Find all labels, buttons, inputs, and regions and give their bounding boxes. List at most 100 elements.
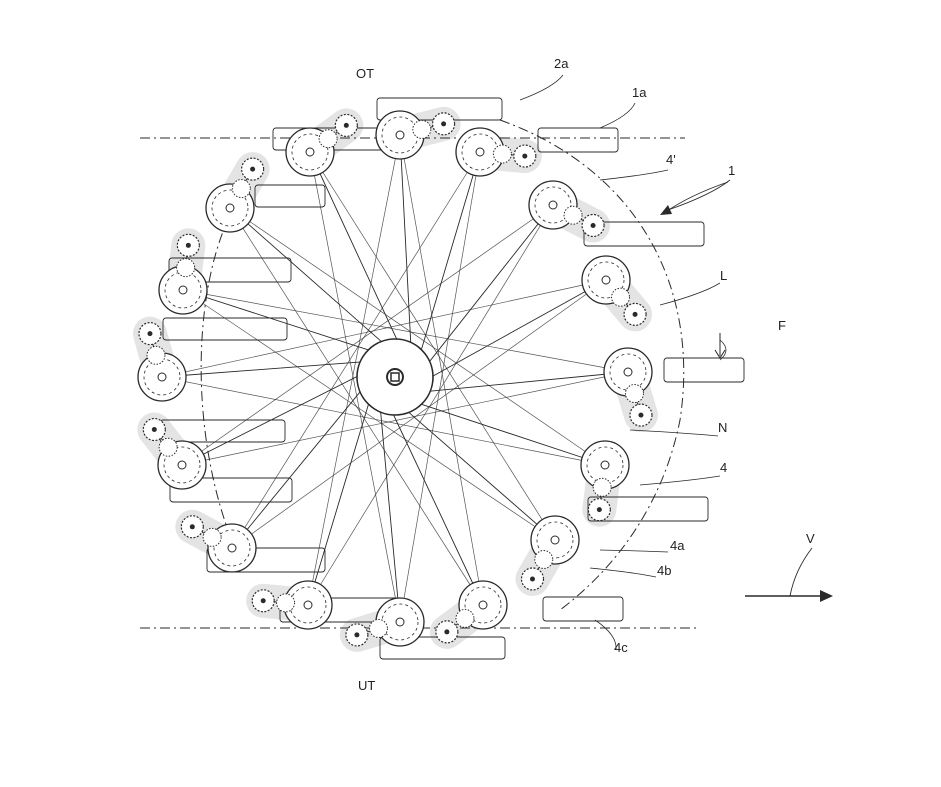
leader-line (639, 475, 721, 486)
label-4b: 4b (657, 563, 671, 578)
pulley-hub (623, 367, 633, 377)
connecting-rod (420, 371, 629, 393)
inner-trajectory (200, 214, 241, 561)
pulley-inner-ring (163, 446, 201, 484)
pulley-hub (548, 200, 558, 210)
pulley-hub (157, 372, 167, 382)
chord-line (182, 289, 556, 541)
intermediate-gear (231, 179, 251, 199)
small-gear-hub (189, 524, 195, 530)
pulley-inner-ring (534, 186, 572, 224)
leader-line (589, 567, 657, 578)
gear-unit (515, 515, 580, 596)
ref1-arrowhead (660, 205, 672, 215)
small-gear-hub (522, 153, 528, 159)
small-gear-hub (632, 311, 638, 317)
central-shaft (386, 368, 404, 386)
small-gear-hub (147, 331, 153, 337)
chord-line (399, 151, 481, 623)
gear-unit (455, 127, 542, 177)
label-4a: 4a (670, 538, 685, 553)
connecting-rod (307, 395, 372, 606)
pulley-hub (177, 460, 187, 470)
pulley-inner-ring (536, 521, 574, 559)
intermediate-gear (368, 618, 388, 638)
small-gear-hub (590, 222, 596, 228)
chord-line (231, 151, 481, 549)
tool-holder-box (663, 357, 745, 383)
chord-line (161, 376, 606, 466)
small-gear-hub (638, 412, 644, 418)
pulley-hub (303, 600, 313, 610)
chord-line (309, 151, 556, 541)
pulley-hub (550, 535, 560, 545)
label-ot: OT (356, 66, 374, 81)
gear-unit (429, 580, 508, 649)
chord-line (399, 134, 484, 606)
label-1a: 1a (632, 85, 647, 100)
intermediate-gear (534, 549, 554, 569)
small-gear-hub (260, 598, 266, 604)
chord-line (181, 371, 629, 466)
gear-unit (581, 255, 653, 332)
connecting-rod (399, 134, 412, 352)
connecting-rod (181, 371, 366, 466)
pulley-hub (178, 285, 188, 295)
intermediate-gear (455, 608, 475, 628)
leader-line (629, 429, 719, 437)
small-gear-hub (441, 121, 447, 127)
intermediate-gear (158, 437, 178, 457)
small-gear-hub (354, 632, 360, 638)
chord-line (181, 204, 554, 466)
central-shaft-key (390, 372, 400, 382)
leader-line (599, 102, 636, 129)
connecting-rod (423, 204, 554, 370)
gear-units (132, 106, 658, 652)
connecting-rod (229, 207, 389, 349)
tool-holder-box (162, 317, 288, 341)
small-gear-hub (444, 629, 450, 635)
chord-line (161, 279, 607, 378)
gear-unit (285, 108, 364, 177)
leader-line (659, 282, 721, 306)
intermediate-gear (318, 129, 338, 149)
intermediate-gear (611, 287, 631, 307)
connecting-rod (161, 360, 370, 378)
intermediate-gear (592, 477, 612, 497)
chord-line (182, 289, 629, 373)
pulley-hub (227, 543, 237, 553)
pulley-inner-ring (609, 353, 647, 391)
label-N: N (718, 420, 727, 435)
chord-line (229, 207, 484, 606)
pulley-inner-ring (587, 261, 625, 299)
small-gear-hub (596, 507, 602, 513)
chord-line (309, 151, 401, 623)
connecting-rod (424, 279, 607, 381)
gear-unit (603, 347, 658, 433)
tool-holder-box (583, 221, 705, 247)
gear-unit (175, 509, 257, 573)
gear-unit (528, 180, 611, 243)
label-4: 4 (720, 460, 727, 475)
reference-labels: OT UT 2a 1a 4' 1 L F N 4 4a 4b 4c V (356, 56, 815, 693)
small-gear-hub (529, 576, 535, 582)
chord-line (231, 279, 607, 549)
small-gear-hub (185, 242, 191, 248)
pulley-inner-ring (586, 446, 624, 484)
intermediate-gear (492, 144, 512, 164)
gear-unit (246, 580, 333, 630)
intermediate-gear (412, 119, 432, 139)
tool-holder-box (587, 496, 709, 522)
intermediate-gear (146, 345, 166, 365)
pulley-hub (600, 460, 610, 470)
pulley-hub (601, 275, 611, 285)
label-1: 1 (728, 163, 735, 178)
intermediate-gear (202, 527, 222, 547)
connecting-rod (412, 400, 606, 466)
label-2a: 2a (554, 56, 569, 71)
label-F: F (778, 318, 786, 333)
tool-holder-box (169, 477, 293, 503)
intermediate-gear (624, 384, 644, 404)
label-4prime: 4' (666, 152, 676, 167)
pulley-inner-ring (291, 133, 329, 171)
